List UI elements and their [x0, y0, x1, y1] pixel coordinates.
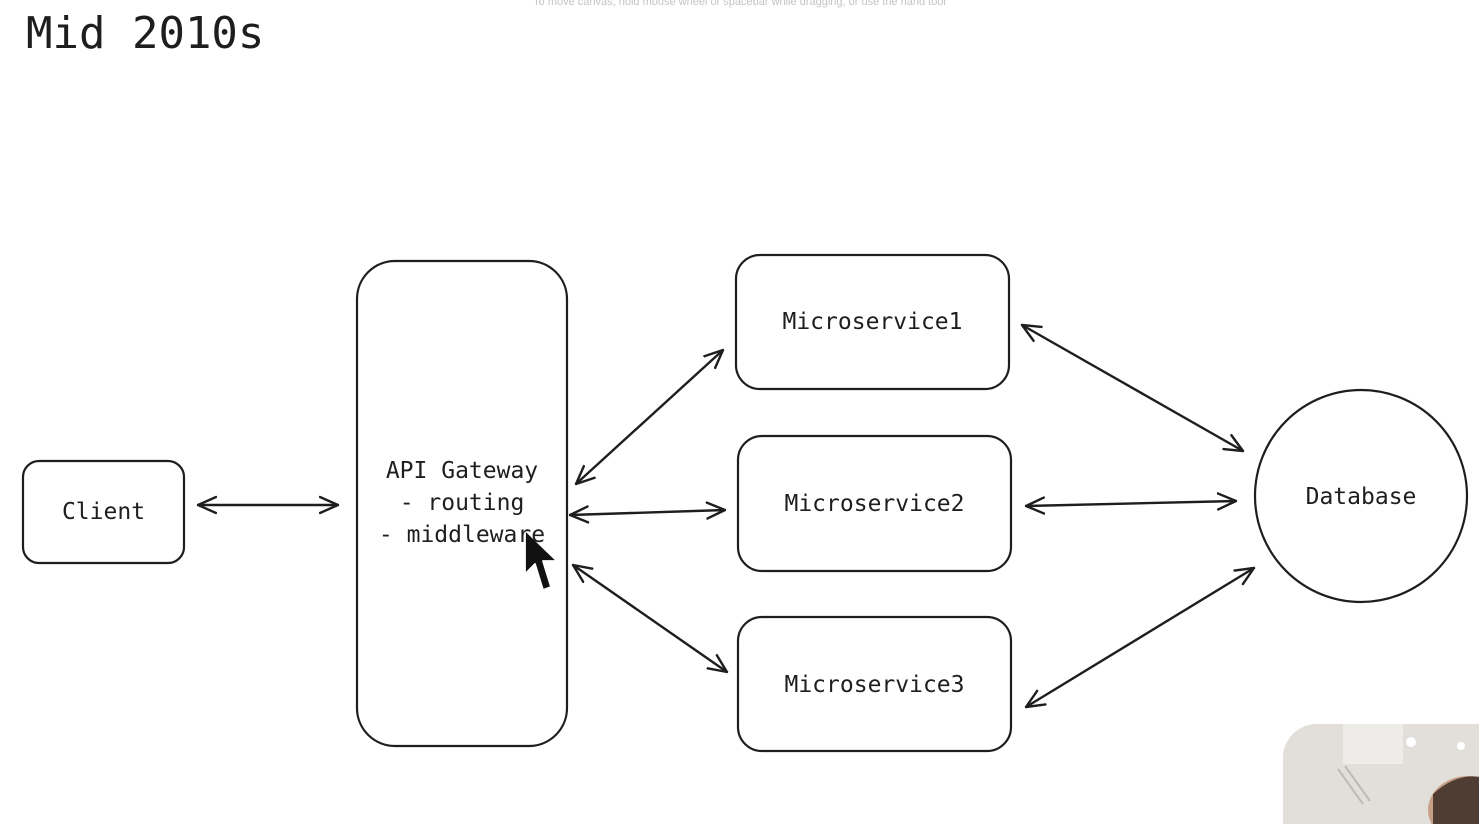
diagram-canvas[interactable] [0, 0, 1479, 803]
api-gateway-title: API Gateway [385, 458, 539, 484]
api-gateway-middleware: - middleware [378, 522, 546, 548]
canvas-hint: To move canvas, hold mouse wheel or spac… [533, 0, 946, 8]
api-gateway-box[interactable] [355, 259, 569, 748]
mouse-cursor-icon [524, 529, 558, 591]
microservice2-label: Microservice2 [784, 491, 965, 517]
microservice1-label: Microservice1 [782, 309, 963, 335]
arrow-ms1-database[interactable] [1022, 323, 1245, 453]
microservice2-box[interactable] [736, 434, 1013, 573]
webcam-feed-icon [1283, 724, 1479, 824]
arrow-gateway-ms1[interactable] [574, 348, 725, 486]
diagram-title: Mid 2010s [26, 8, 265, 59]
webcam-overlay [1283, 724, 1479, 824]
microservice3-box[interactable] [736, 615, 1013, 753]
database-circle[interactable] [1253, 388, 1469, 604]
api-gateway-label: API Gateway - routing - middleware [357, 455, 567, 551]
arrow-ms2-database[interactable] [1024, 501, 1238, 506]
client-box[interactable] [21, 459, 186, 565]
arrow-gateway-ms2[interactable] [568, 510, 727, 515]
microservice3-label: Microservice3 [784, 672, 965, 698]
microservice1-box[interactable] [734, 253, 1011, 391]
api-gateway-routing: - routing [399, 490, 525, 516]
client-label: Client [61, 499, 146, 525]
database-label: Database [1305, 484, 1417, 510]
arrow-ms3-database[interactable] [1024, 566, 1256, 709]
arrow-gateway-ms3[interactable] [571, 563, 729, 674]
